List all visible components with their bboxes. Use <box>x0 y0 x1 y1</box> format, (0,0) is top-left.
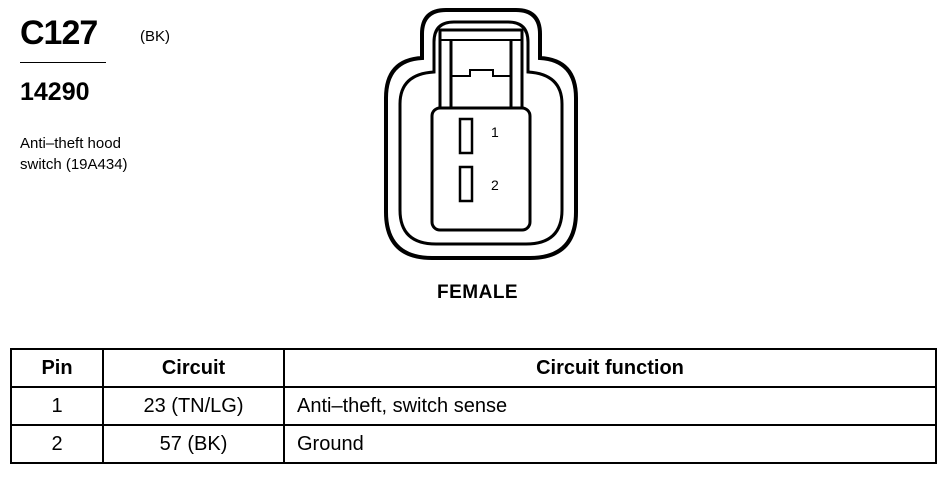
latch-tab <box>451 69 511 77</box>
connector-inner-housing <box>398 20 564 246</box>
description-line: Anti–theft hood <box>20 135 121 152</box>
pin-table: Pin Circuit Circuit function 1 23 (TN/LG… <box>10 348 937 464</box>
pin-cavity-2 <box>458 165 474 203</box>
table-row: 2 57 (BK) Ground <box>10 424 937 464</box>
cell-circuit: 23 (TN/LG) <box>102 386 285 426</box>
header-circuit: Circuit <box>102 348 285 388</box>
header-circuit-function: Circuit function <box>283 348 937 388</box>
pin-cavity-1 <box>458 117 474 155</box>
connector-pin-face <box>430 106 532 232</box>
table-row: 1 23 (TN/LG) Anti–theft, switch sense <box>10 386 937 426</box>
header-pin: Pin <box>10 348 104 388</box>
description-line: switch (19A434) <box>20 156 128 173</box>
cell-pin: 2 <box>10 424 104 464</box>
connector-face-diagram: 1 2 <box>384 8 578 260</box>
connector-outer-housing <box>384 8 578 260</box>
cell-pin: 1 <box>10 386 104 426</box>
cell-function: Ground <box>283 424 937 464</box>
part-number: 14290 <box>20 78 90 106</box>
cell-function: Anti–theft, switch sense <box>283 386 937 426</box>
pin-label-1: 1 <box>491 124 499 140</box>
connector-color-code: (BK) <box>140 28 170 45</box>
connector-id: C127 <box>20 14 98 52</box>
header-divider <box>20 62 106 63</box>
connector-orientation-label: FEMALE <box>437 282 519 303</box>
cell-circuit: 57 (BK) <box>102 424 285 464</box>
table-header-row: Pin Circuit Circuit function <box>10 348 937 388</box>
connector-description: Anti–theft hood switch (19A434) <box>20 133 200 175</box>
pin-label-2: 2 <box>491 177 499 193</box>
